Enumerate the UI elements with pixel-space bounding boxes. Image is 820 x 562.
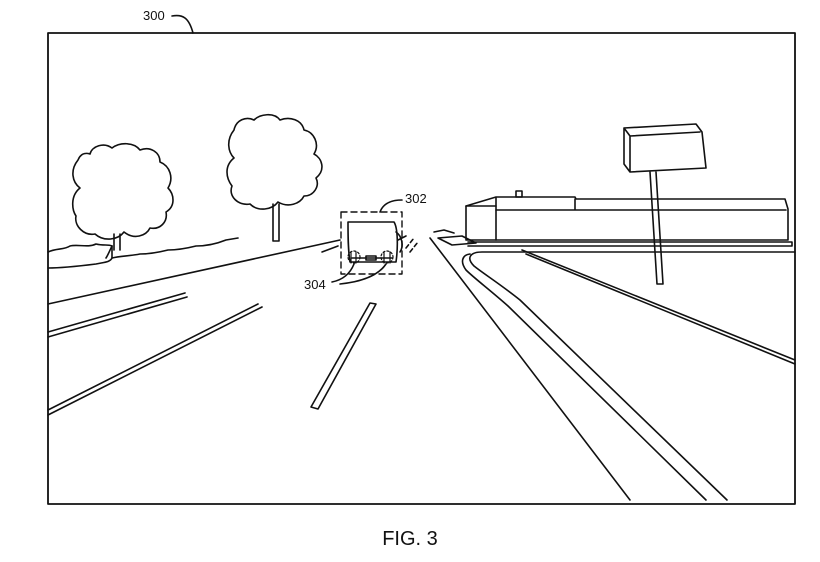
- building-roof-line: [495, 198, 787, 211]
- label-302-leader: [379, 199, 403, 213]
- vehicle-bumper: [351, 255, 393, 261]
- far-left-dash: [321, 245, 339, 253]
- center-tree-trunk: [272, 203, 280, 242]
- right-road-edge-inner: [429, 237, 631, 501]
- right-sidewalk-line: [521, 249, 796, 365]
- label-304-leader: [331, 263, 387, 285]
- building-body: [465, 196, 789, 241]
- building-front: [465, 205, 497, 241]
- left-bushes: [47, 237, 239, 259]
- left-wheel-marker: [347, 250, 361, 264]
- left-road-edge: [47, 239, 341, 305]
- vehicle-bounding-box: [340, 211, 403, 275]
- image-frame: [47, 32, 796, 505]
- label-300-leader: [171, 14, 194, 34]
- oncoming-marking: [405, 237, 419, 253]
- wheel-detail: [350, 251, 391, 264]
- left-ground-outline: [47, 257, 113, 269]
- lane-dash-left-2: [47, 303, 263, 416]
- far-road-marking-2: [437, 235, 477, 246]
- label-304: 304: [304, 277, 326, 292]
- building-chimney: [515, 190, 523, 198]
- left-tree-trunk: [113, 233, 121, 251]
- lane-dash-center: [310, 302, 377, 410]
- right-wheel-marker: [380, 250, 394, 264]
- vehicle-body: [347, 221, 399, 263]
- label-300: 300: [143, 8, 165, 23]
- right-curb-outer: [469, 251, 796, 501]
- label-302: 302: [405, 191, 427, 206]
- right-curb-inner: [461, 253, 707, 501]
- left-tree-canopy: [71, 142, 174, 240]
- lane-dash-left-1: [47, 292, 188, 338]
- far-road-marking-1: [433, 229, 455, 234]
- left-bush-detail: [105, 245, 113, 259]
- sign-board: [623, 123, 707, 173]
- center-tree-canopy: [226, 113, 323, 210]
- sign-pole: [649, 171, 664, 285]
- figure-caption: FIG. 3: [382, 528, 438, 550]
- building-base: [467, 241, 793, 247]
